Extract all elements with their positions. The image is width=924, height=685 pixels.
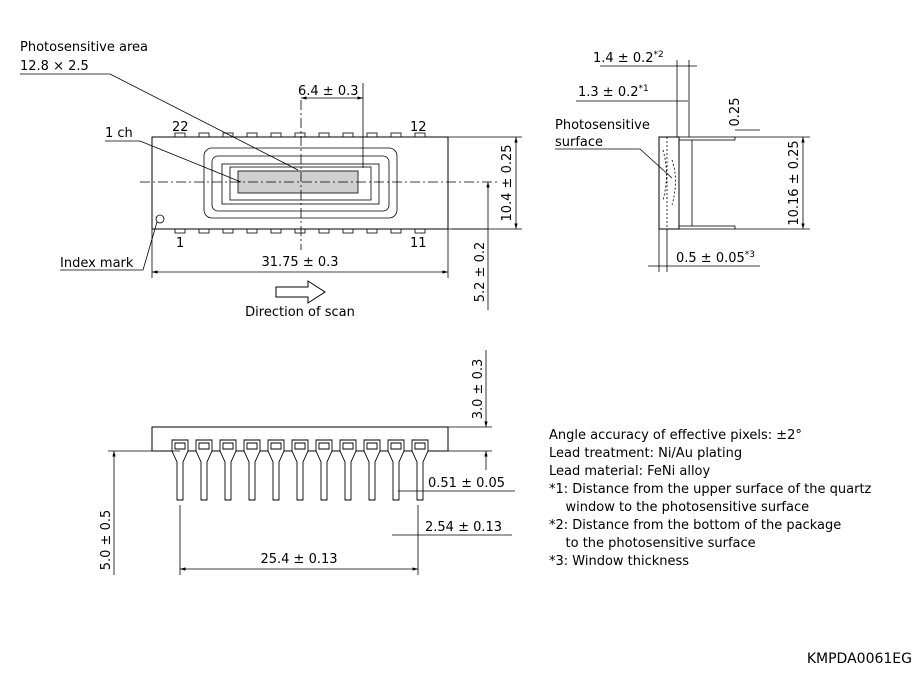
pin bbox=[198, 228, 210, 234]
lead bbox=[219, 439, 237, 501]
pitch-dimension: 2.54 ± 0.13 bbox=[425, 520, 502, 535]
lead bbox=[267, 439, 285, 501]
drawing-code: KMPDA0061EG bbox=[807, 651, 912, 667]
pin-span-dimension: 10.16 ± 0.25 bbox=[787, 140, 802, 225]
note-line: Angle accuracy of effective pixels: ±2° bbox=[549, 428, 802, 443]
note-line: to the photosensitive surface bbox=[549, 536, 756, 551]
pin bbox=[270, 228, 282, 234]
top-pin-row bbox=[174, 132, 426, 138]
lead bbox=[171, 439, 189, 501]
pin bbox=[246, 228, 258, 234]
note-line: *3: Window thickness bbox=[549, 554, 689, 569]
pin bbox=[414, 228, 426, 234]
lead bbox=[315, 439, 333, 501]
pin bbox=[198, 132, 210, 138]
note-line: Lead treatment: Ni/Au plating bbox=[549, 446, 742, 461]
pin-1-label: 1 bbox=[176, 236, 184, 251]
pin-11-label: 11 bbox=[410, 236, 427, 251]
note-line: window to the photosensitive surface bbox=[549, 500, 809, 515]
lead bbox=[291, 439, 309, 501]
lead bbox=[363, 439, 381, 501]
window-outline-middle bbox=[211, 155, 390, 212]
pin bbox=[390, 132, 402, 138]
pin-22-label: 22 bbox=[172, 120, 189, 135]
photosensitive-area-value: 12.8 × 2.5 bbox=[20, 59, 89, 74]
channel-label: 1 ch bbox=[105, 126, 133, 141]
pin bbox=[318, 132, 330, 138]
pin-12-label: 12 bbox=[410, 120, 427, 135]
index-mark-label: Index mark bbox=[60, 256, 134, 271]
side-package bbox=[658, 136, 680, 230]
pin bbox=[366, 132, 378, 138]
pin bbox=[246, 132, 258, 138]
surface-label-1: Photosensitive bbox=[555, 118, 650, 133]
pin bbox=[222, 228, 234, 234]
side-lead-bottom bbox=[678, 225, 736, 230]
photosensitive-area-leader bbox=[20, 73, 299, 171]
front-height-dimension: 3.0 ± 0.3 bbox=[471, 359, 486, 420]
pin bbox=[294, 132, 306, 138]
surface-leader bbox=[555, 148, 673, 179]
center-dimension: 6.4 ± 0.3 bbox=[298, 84, 359, 99]
index-mark-circle bbox=[155, 214, 165, 224]
side-surface-dashes bbox=[662, 149, 676, 206]
pin bbox=[294, 228, 306, 234]
pin bbox=[174, 228, 186, 234]
front-lead-row bbox=[171, 439, 429, 501]
dim-1-4: 1.4 ± 0.2*2 bbox=[593, 50, 664, 66]
length-dimension: 31.75 ± 0.3 bbox=[261, 255, 338, 270]
window-outline-inner bbox=[221, 163, 380, 205]
note-line: *2: Distance from the bottom of the pack… bbox=[549, 518, 841, 533]
pin bbox=[318, 228, 330, 234]
package-outline bbox=[151, 136, 449, 230]
center-offset-dimension: 5.2 ± 0.2 bbox=[473, 242, 488, 303]
height-dimension: 10.4 ± 0.25 bbox=[500, 144, 515, 221]
pin bbox=[270, 132, 282, 138]
lead bbox=[195, 439, 213, 501]
note-line: *1: Distance from the upper surface of t… bbox=[549, 482, 872, 497]
pin bbox=[342, 132, 354, 138]
lead bbox=[243, 439, 261, 501]
dim-1-3: 1.3 ± 0.2*1 bbox=[578, 84, 649, 100]
channel-leader bbox=[105, 140, 242, 183]
lead-length-dimension: 5.0 ± 0.5 bbox=[99, 510, 114, 571]
pin bbox=[342, 228, 354, 234]
side-lead-top bbox=[678, 136, 736, 141]
top-view: Photosensitive area 12.8 × 2.5 6.4 ± 0.3… bbox=[20, 40, 522, 320]
lead bbox=[411, 439, 429, 501]
lead-thickness: 0.25 bbox=[728, 98, 743, 127]
window-dim: 0.5 ± 0.05*3 bbox=[676, 250, 755, 266]
lead-width-dimension: 0.51 ± 0.05 bbox=[428, 476, 505, 491]
scan-direction-label: Direction of scan bbox=[245, 305, 355, 320]
side-view: 1.4 ± 0.2*2 1.3 ± 0.2*1 Photosensitive s… bbox=[555, 50, 810, 272]
note-line: Lead material: FeNi alloy bbox=[549, 464, 711, 479]
span-dimension: 25.4 ± 0.13 bbox=[260, 552, 337, 567]
pin bbox=[366, 228, 378, 234]
pin bbox=[390, 228, 402, 234]
notes-block: Angle accuracy of effective pixels: ±2° … bbox=[549, 428, 872, 569]
lead bbox=[387, 439, 405, 501]
lead bbox=[339, 439, 357, 501]
surface-label-2: surface bbox=[555, 135, 603, 150]
chip-outline bbox=[229, 166, 372, 201]
window-outline-outer bbox=[203, 147, 398, 219]
photosensitive-area-label: Photosensitive area bbox=[20, 40, 148, 55]
bottom-pin-row bbox=[174, 228, 426, 234]
front-view: 3.0 ± 0.3 0.51 ± 0.05 2.54 ± 0.13 25.4 ±… bbox=[99, 350, 515, 575]
scan-direction-arrow-icon bbox=[275, 280, 326, 304]
